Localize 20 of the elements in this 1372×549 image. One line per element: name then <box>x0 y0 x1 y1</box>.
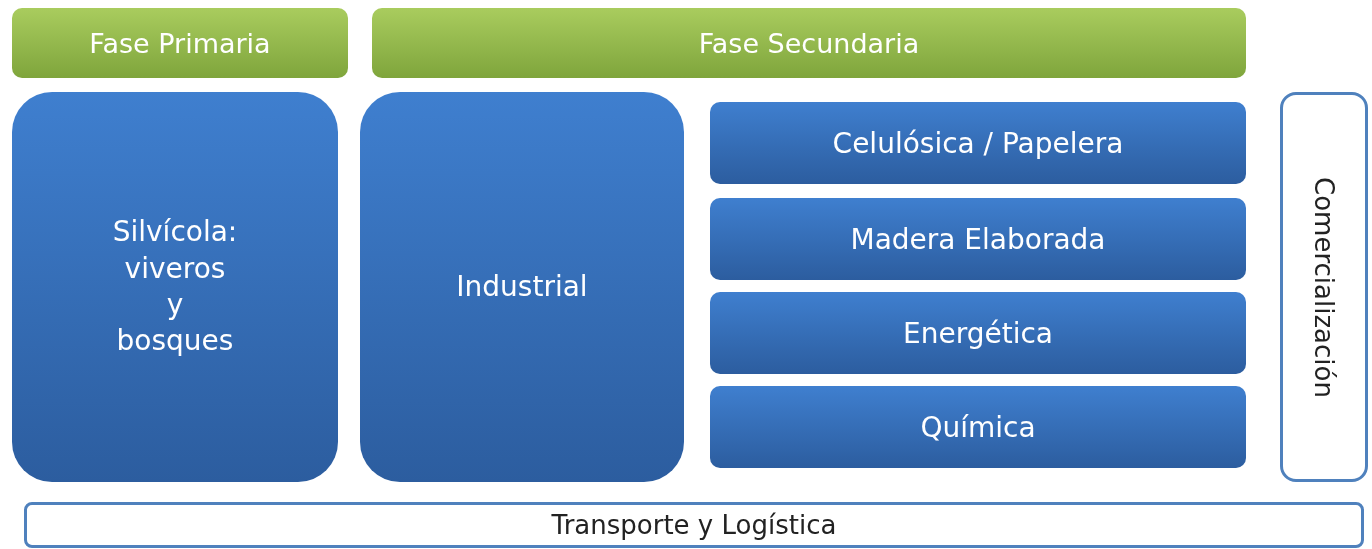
base-label: Transporte y Logística <box>551 510 837 540</box>
side-label: Comercialización <box>1309 176 1339 398</box>
subsector-box <box>710 386 1246 468</box>
subsector-box <box>710 292 1246 374</box>
sector-label: Industrial <box>456 268 588 305</box>
subsector-label: Celulósica / Papelera <box>832 126 1124 160</box>
subsector-label: Química <box>920 410 1036 444</box>
banner-label: Fase Primaria <box>89 27 271 59</box>
subsector-label: Madera Elaborada <box>850 222 1106 256</box>
base-bar <box>24 502 1364 548</box>
subsector-label: Energética <box>903 316 1053 350</box>
sector-box <box>360 92 684 482</box>
sector-box <box>12 92 338 482</box>
subsector-box <box>710 102 1246 184</box>
sector-label: Silvícola: viveros y bosques <box>112 214 238 360</box>
subsector-box <box>710 198 1246 280</box>
banner-label: Fase Secundaria <box>698 27 920 59</box>
phase-banner <box>372 8 1246 78</box>
side-box <box>1280 92 1368 482</box>
phase-banner <box>12 8 348 78</box>
